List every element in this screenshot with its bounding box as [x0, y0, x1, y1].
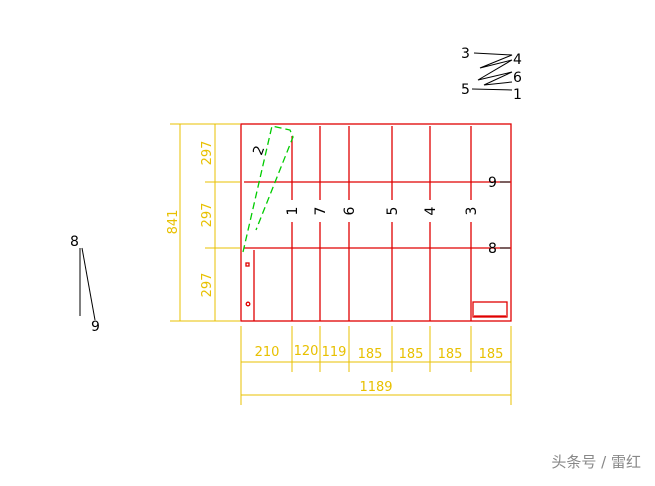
row-label: 9 [488, 175, 497, 191]
side-fold-legend: 8 9 [70, 234, 100, 335]
dimension-lines [170, 123, 512, 405]
dim-total-width: 1189 [359, 380, 392, 395]
legend-label: 1 [513, 87, 522, 103]
column-label: 5 [385, 207, 401, 216]
fold-label: 2 [250, 144, 268, 158]
dim-col-6: 185 [438, 347, 463, 362]
legend-label: 5 [461, 82, 470, 98]
legend-label: 4 [513, 52, 522, 68]
dim-row-1: 297 [200, 141, 215, 166]
dim-col-7: 185 [479, 347, 504, 362]
dim-total-height: 841 [166, 210, 181, 235]
column-label: 1 [285, 207, 301, 216]
dim-col-1: 210 [255, 345, 280, 360]
dim-row-2: 297 [200, 203, 215, 228]
dim-col-2: 120 [294, 344, 319, 359]
legend-label: 8 [70, 234, 79, 250]
watermark: 头条号 / 雷红 [551, 453, 641, 471]
column-label: 6 [342, 206, 358, 215]
legend-label: 6 [513, 70, 522, 86]
row-label: 8 [488, 241, 497, 257]
dim-col-4: 185 [358, 347, 383, 362]
legend-label: 9 [91, 319, 100, 335]
fold-line [242, 125, 294, 253]
column-label: 3 [464, 207, 480, 216]
fold-sequence-legend: 3 4 6 5 1 [461, 46, 522, 103]
column-label: 7 [313, 207, 329, 216]
legend-label: 3 [461, 46, 470, 62]
sheet-frame [240, 123, 512, 322]
dim-col-5: 185 [399, 347, 424, 362]
dim-col-3: 119 [322, 345, 347, 360]
dim-row-3: 297 [200, 273, 215, 298]
column-label: 4 [423, 206, 439, 215]
